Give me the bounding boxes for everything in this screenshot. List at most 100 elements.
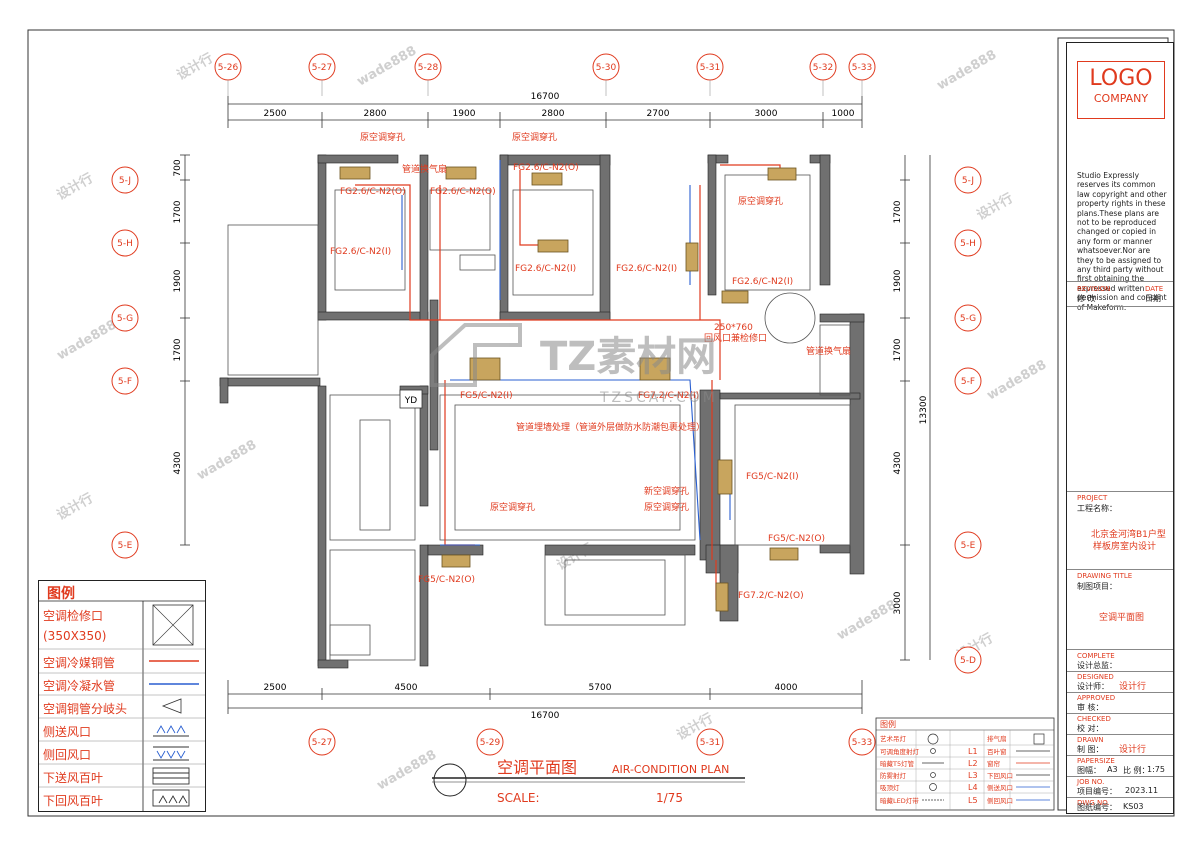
grid-label: 5-F [961, 377, 975, 387]
dim-top: 2800 [364, 109, 387, 119]
annotation: FG2.6/C-N2(I) [515, 264, 576, 274]
drawing-title-en: AIR-CONDITION PLAN [612, 763, 729, 776]
dim-left: 700 [173, 159, 183, 176]
divider [1067, 776, 1173, 777]
logo-text: LOGO [1089, 66, 1153, 91]
light-legend-title: 图例 [880, 719, 896, 729]
divider [1067, 755, 1173, 756]
light-legend-code: L2 [968, 759, 978, 768]
project-name: 北京金河湾B1户型 [1091, 530, 1166, 540]
grid-label: 5-J [119, 176, 131, 186]
dim-top: 2800 [542, 109, 565, 119]
watermark-b: wade888 [835, 597, 900, 643]
scale-label: SCALE: [497, 791, 540, 805]
dim-top: 2500 [264, 109, 287, 119]
watermark-a: 设计行 [54, 490, 96, 523]
watermark-a: 设计行 [974, 190, 1016, 223]
dim-top: 2700 [647, 109, 670, 119]
light-legend-right: 侧回风口 [987, 796, 1013, 805]
grid-label: 5-33 [852, 63, 872, 73]
grid-label: 5-F [118, 377, 132, 387]
legend-item: 空调冷凝水管 [43, 679, 116, 693]
date-value: 2023.11 [1125, 786, 1159, 795]
title-block: LOGO COMPANY Studio Expressly reserves i… [1066, 42, 1174, 814]
pendant-light-icon [927, 733, 939, 745]
light-legend-name: 吸顶灯 [880, 783, 900, 792]
grid-label: 5-J [962, 176, 974, 186]
side-supply-vent-icon [153, 725, 189, 737]
annotation: FG7.2/C-N2(I) [638, 391, 699, 401]
grid-label: 5-27 [312, 738, 332, 748]
designed-cn: 设计师： [1077, 682, 1109, 691]
light-legend-code: L4 [968, 783, 978, 792]
annotation: FG5/C-N2(I) [460, 391, 513, 401]
light-legend-code: L1 [968, 747, 978, 756]
annotations: 原空调穿孔 原空调穿孔 管道换气扇 FG2.6/C-N2(O) FG2.6/C-… [330, 131, 851, 601]
annotation: 原空调穿孔 [360, 131, 405, 143]
dwg-cn: 图纸编号： [1077, 803, 1117, 812]
branch-joint-icon [161, 698, 182, 714]
grid-lines-top [227, 80, 863, 96]
grid-label: 5-31 [700, 63, 720, 73]
dim-top: 1900 [453, 109, 476, 119]
drawing-title-value: 空调平面图 [1099, 613, 1145, 623]
bottom-dimensions [227, 680, 863, 714]
legend-item: 空调检修口 [43, 609, 104, 623]
dim-left: 1700 [173, 200, 183, 223]
checked-cn: 校 对： [1077, 724, 1104, 733]
dim-top: 1000 [832, 109, 855, 119]
revision-cn: 修 改 [1077, 294, 1096, 303]
annotation: FG2.6/C-N2(O) [513, 163, 579, 173]
watermark-b: wade888 [195, 437, 260, 483]
right-dimensions [900, 155, 931, 661]
annotation: FG5/C-N2(I) [746, 472, 799, 482]
light-legend-right: 下回风口 [987, 772, 1013, 780]
dwg-value: KS03 [1123, 802, 1144, 811]
legend-title: 图例 [47, 586, 75, 602]
dim-bottom: 4500 [395, 683, 418, 693]
annotation: 回风口兼检修口 [704, 332, 767, 344]
fog-spot-icon [930, 772, 936, 778]
legend-grid [39, 600, 205, 811]
job-cn: 项目编号： [1077, 787, 1117, 796]
legend-item: 空调铜管分岐头 [43, 702, 128, 716]
down-supply-louver-icon [152, 767, 190, 785]
access-panel-icon [152, 604, 194, 646]
legend-item: 侧送风口 [43, 725, 92, 739]
grid-label: 5-29 [480, 738, 501, 748]
grid-label: 5-33 [852, 738, 872, 748]
paper-cn: 图幅： [1077, 766, 1101, 775]
legend-item: 空调冷媒铜管 [43, 656, 116, 670]
scale-value: 1/75 [656, 791, 683, 805]
grid-label: 5-30 [596, 63, 617, 73]
grid-label: 5-27 [312, 63, 332, 73]
watermark-a: 设计行 [174, 50, 216, 83]
left-dimensions [180, 154, 190, 546]
ac-unit [339, 166, 371, 180]
logo-subtext: COMPANY [1093, 92, 1149, 105]
drawn-cn: 制 图： [1077, 745, 1104, 754]
light-legend-name: 暗藏LED灯带 [880, 796, 919, 805]
watermark-a: 设计行 [54, 170, 96, 203]
light-legend-name: 可调角度射灯 [880, 747, 920, 756]
watermark-main: TZ素材网 [540, 334, 716, 380]
exhaust-fan-icon [1033, 733, 1045, 745]
job-label: JOB NO. [1077, 778, 1105, 786]
divider [1067, 491, 1173, 492]
light-legend-right: 侧送风口 [987, 783, 1013, 792]
dim-right: 3000 [893, 591, 903, 614]
watermark-b: wade888 [355, 43, 420, 89]
grid-label: 5-31 [700, 738, 720, 748]
watermark-b: wade888 [935, 47, 1000, 93]
annotation: 新空调穿孔 [644, 485, 689, 497]
dim-left: 1700 [173, 338, 183, 361]
divider [1067, 306, 1173, 307]
dim-top: 3000 [755, 109, 778, 119]
light-legend-symbols [922, 733, 1050, 801]
divider [1067, 797, 1173, 798]
annotation: 管道换气扇 [402, 163, 447, 175]
grid-label: 5-26 [218, 63, 239, 73]
dim-left: 1900 [173, 269, 183, 292]
annotation: FG2.6/C-N2(O) [430, 187, 496, 197]
